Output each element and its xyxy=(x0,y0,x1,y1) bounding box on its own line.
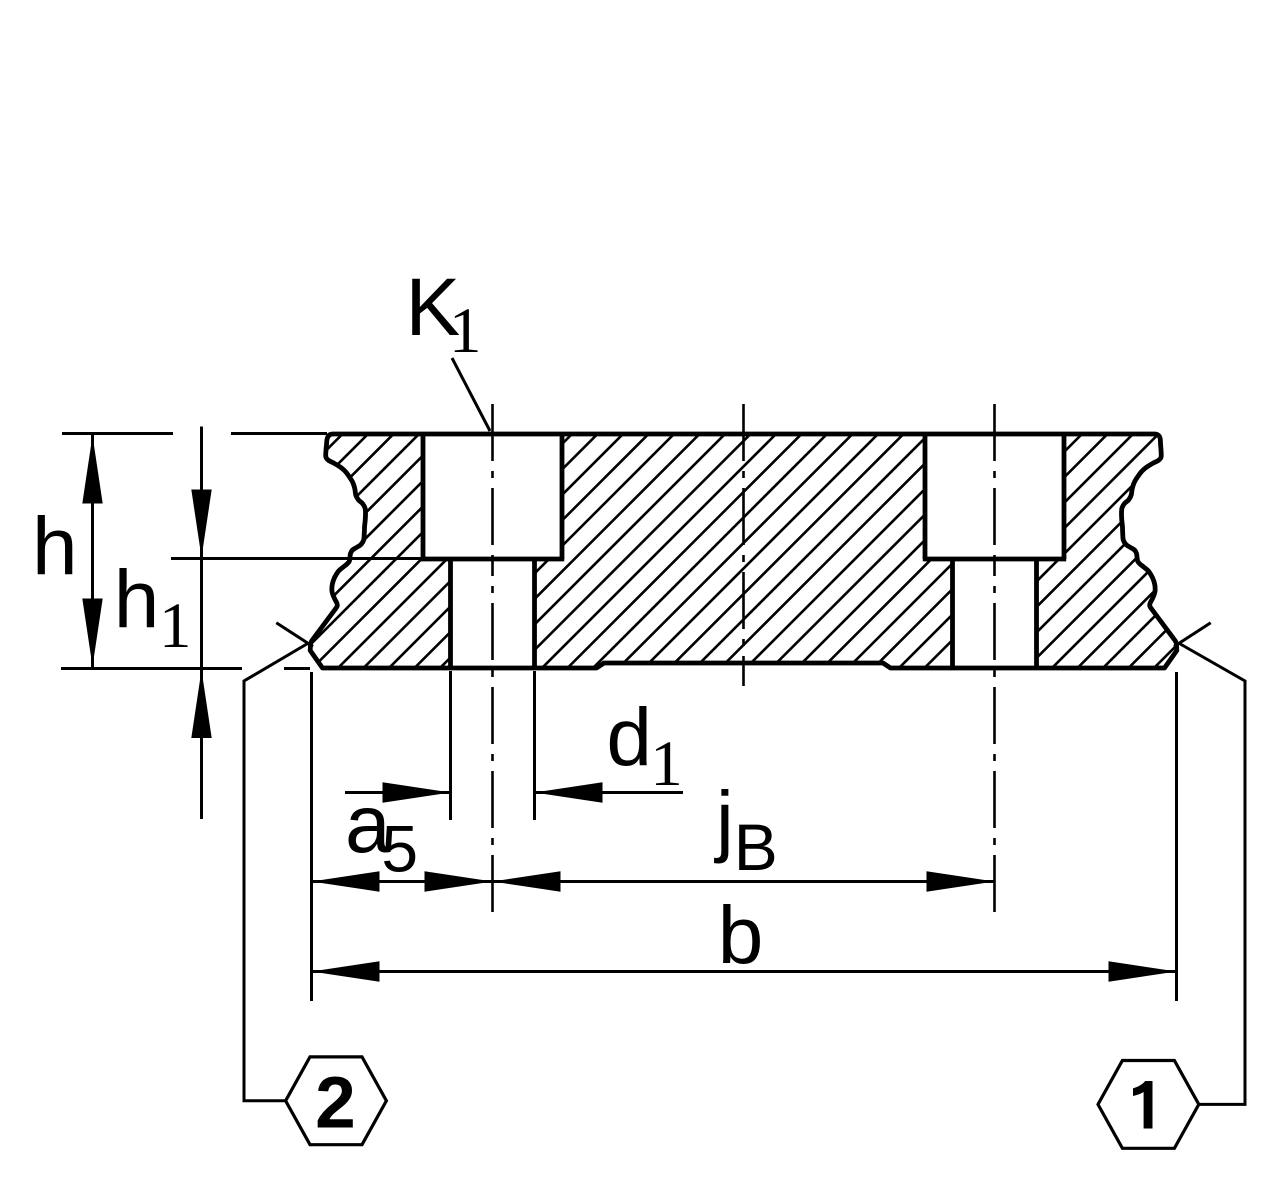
svg-text:K: K xyxy=(406,262,461,353)
svg-text:1: 1 xyxy=(159,590,192,662)
svg-text:1: 1 xyxy=(449,295,482,367)
svg-text:2: 2 xyxy=(315,1062,356,1143)
svg-text:B: B xyxy=(734,810,778,884)
svg-text:a: a xyxy=(345,779,391,870)
svg-text:1: 1 xyxy=(650,728,683,800)
svg-text:5: 5 xyxy=(381,812,418,886)
svg-text:b: b xyxy=(718,890,764,981)
svg-text:j: j xyxy=(714,775,734,864)
svg-text:d: d xyxy=(606,692,652,783)
svg-text:h: h xyxy=(32,501,78,592)
svg-text:h: h xyxy=(114,554,160,645)
